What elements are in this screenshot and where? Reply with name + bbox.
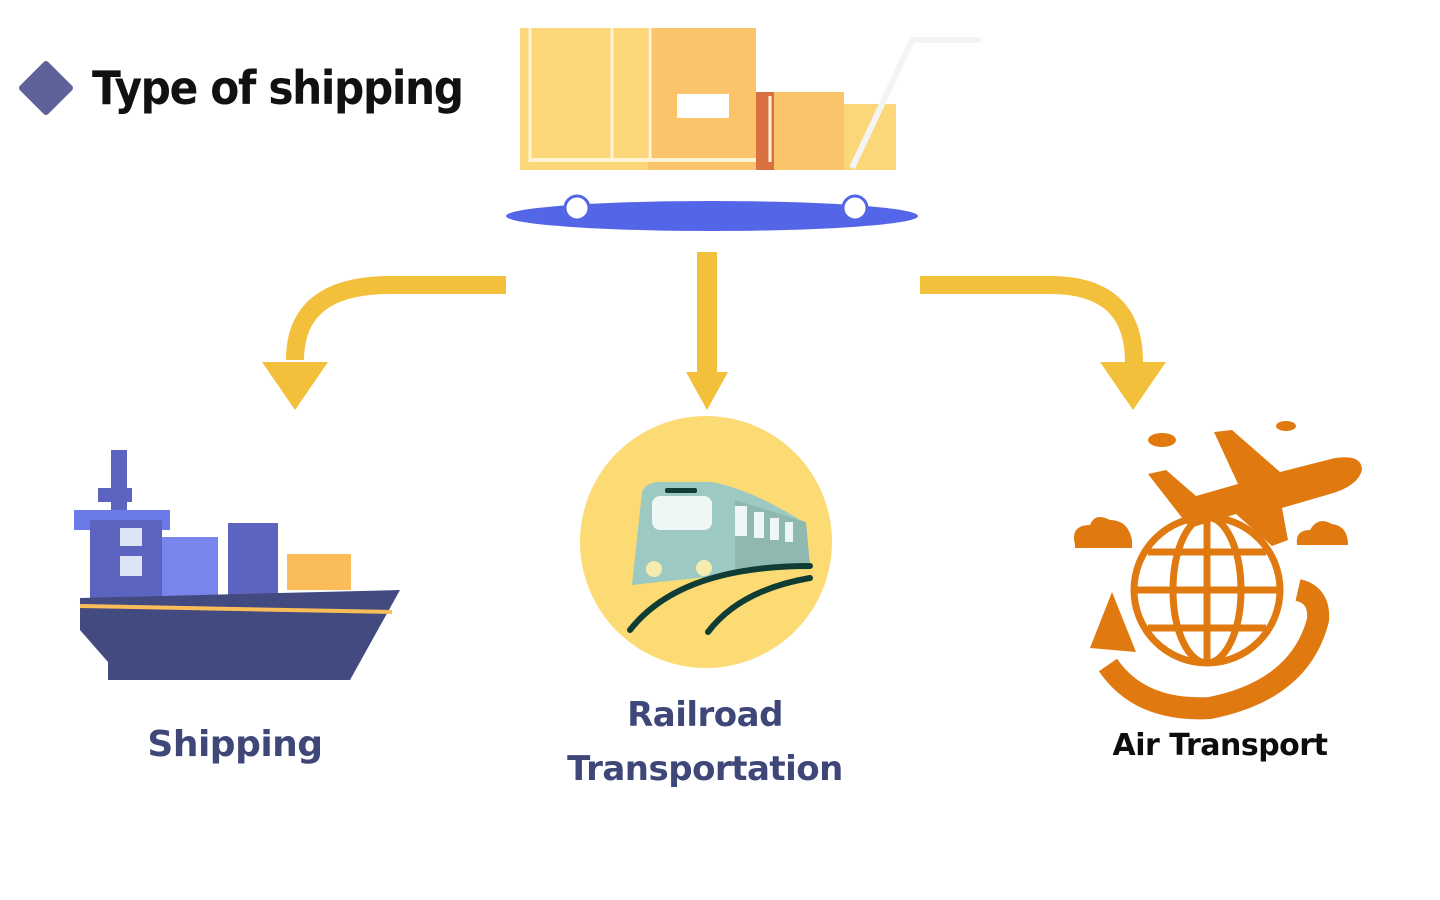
shipping-label: Shipping — [130, 724, 340, 765]
airplane-globe-icon — [1074, 421, 1362, 708]
arrow-to-shipping — [262, 285, 506, 410]
air-transport-label: Air Transport — [1100, 728, 1340, 763]
arrow-to-railroad — [686, 252, 728, 410]
cart-with-boxes-icon — [506, 28, 980, 231]
arrow-to-air-transport — [920, 285, 1166, 410]
railroad-transportation-label: Railroad Transportation — [560, 688, 850, 796]
train-icon — [580, 416, 832, 668]
cargo-ship-icon — [74, 450, 400, 680]
